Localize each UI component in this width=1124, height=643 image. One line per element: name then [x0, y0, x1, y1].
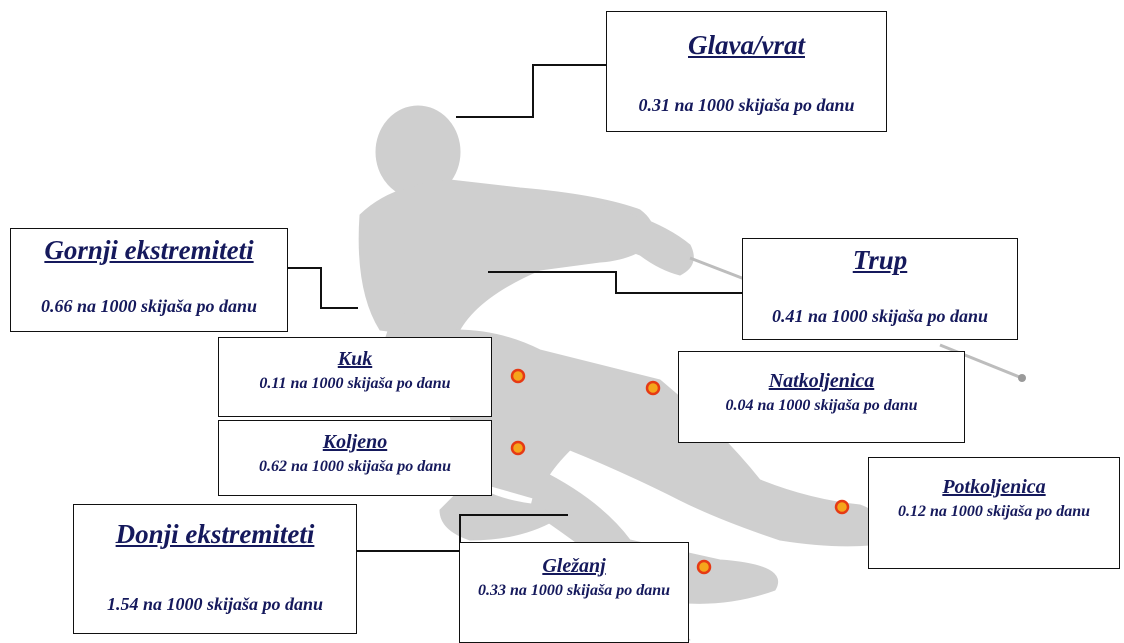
- label-knee-title: Koljeno: [219, 431, 491, 454]
- label-lower-leg-rate: 0.12 na 1000 skijaša po danu: [869, 503, 1119, 521]
- label-lower-limbs-title: Donji ekstremiteti: [74, 519, 356, 550]
- label-knee: Koljeno 0.62 na 1000 skijaša po danu: [218, 420, 492, 496]
- marker-ankle: [698, 561, 710, 573]
- marker-hip: [512, 370, 524, 382]
- label-lower-leg: Potkoljenica 0.12 na 1000 skijaša po dan…: [868, 457, 1120, 569]
- marker-knee: [512, 442, 524, 454]
- label-thigh: Natkoljenica 0.04 na 1000 skijaša po dan…: [678, 351, 965, 443]
- label-lower-limbs-rate: 1.54 na 1000 skijaša po danu: [74, 594, 356, 615]
- leader-head-neck: [456, 65, 608, 117]
- label-trunk-rate: 0.41 na 1000 skijaša po danu: [743, 306, 1017, 327]
- label-lower-limbs: Donji ekstremiteti 1.54 na 1000 skijaša …: [73, 504, 357, 634]
- label-lower-leg-title: Potkoljenica: [869, 476, 1119, 499]
- label-thigh-rate: 0.04 na 1000 skijaša po danu: [679, 397, 964, 415]
- label-thigh-title: Natkoljenica: [679, 370, 964, 393]
- label-upper-limbs-title: Gornji ekstremiteti: [11, 235, 287, 266]
- label-hip: Kuk 0.11 na 1000 skijaša po danu: [218, 337, 492, 417]
- leader-upper-limbs: [287, 268, 358, 308]
- marker-lower-leg: [836, 501, 848, 513]
- label-upper-limbs-rate: 0.66 na 1000 skijaša po danu: [11, 296, 287, 317]
- label-hip-title: Kuk: [219, 348, 491, 371]
- label-knee-rate: 0.62 na 1000 skijaša po danu: [219, 458, 491, 476]
- label-ankle: Gležanj 0.33 na 1000 skijaša po danu: [459, 542, 689, 643]
- label-trunk: Trup 0.41 na 1000 skijaša po danu: [742, 238, 1018, 340]
- label-ankle-rate: 0.33 na 1000 skijaša po danu: [460, 582, 688, 600]
- label-upper-limbs: Gornji ekstremiteti 0.66 na 1000 skijaša…: [10, 228, 288, 332]
- label-hip-rate: 0.11 na 1000 skijaša po danu: [219, 375, 491, 393]
- label-ankle-title: Gležanj: [460, 555, 688, 578]
- label-head-neck: Glava/vrat 0.31 na 1000 skijaša po danu: [606, 11, 887, 132]
- label-trunk-title: Trup: [743, 245, 1017, 276]
- label-head-neck-rate: 0.31 na 1000 skijaša po danu: [607, 95, 886, 116]
- ski-pole-basket: [1018, 374, 1026, 382]
- label-head-neck-title: Glava/vrat: [607, 30, 886, 61]
- marker-thigh: [647, 382, 659, 394]
